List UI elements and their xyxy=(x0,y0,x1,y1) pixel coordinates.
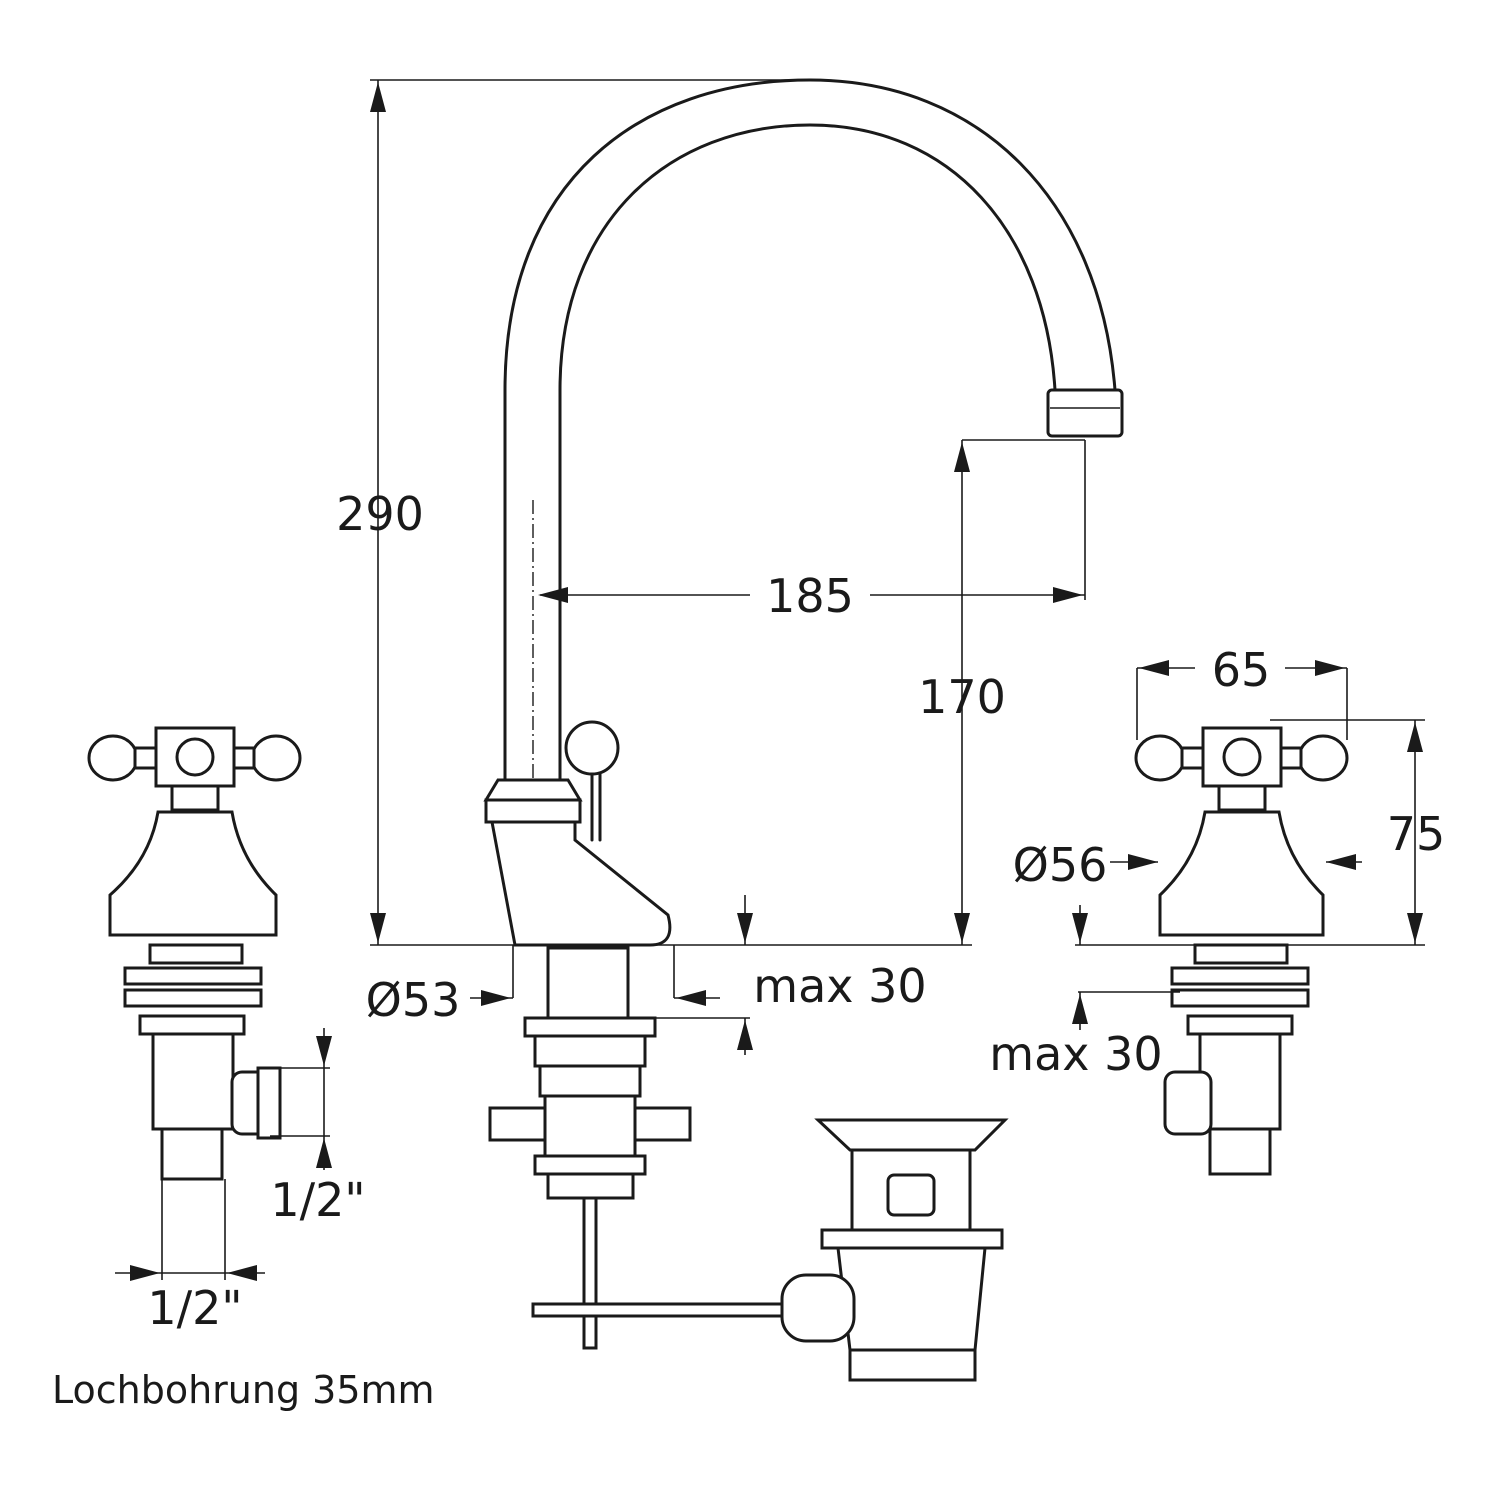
dim-handle-height: 75 xyxy=(1387,807,1446,861)
dim-handle-width: 65 xyxy=(1212,643,1271,697)
dim-handle-base-diameter: Ø56 xyxy=(1013,838,1108,892)
dimension-lines xyxy=(115,79,1425,1281)
drain-plug xyxy=(780,1118,1009,1382)
dim-total-height: 290 xyxy=(336,487,424,541)
dim-spout-reach: 185 xyxy=(766,569,854,623)
dim-max-thickness-right: max 30 xyxy=(989,1027,1162,1081)
left-valve xyxy=(87,726,302,1181)
note-hole-diameter: Lochbohrung 35mm xyxy=(52,1368,435,1412)
dim-spout-base-diameter: Ø53 xyxy=(366,973,461,1027)
dim-spout-height: 170 xyxy=(918,670,1006,724)
right-valve xyxy=(1134,726,1349,1176)
spout-base xyxy=(483,720,795,1350)
dim-connection-side: 1/2" xyxy=(270,1173,365,1227)
dim-max-thickness-center: max 30 xyxy=(753,959,926,1013)
dim-connection-bottom: 1/2" xyxy=(147,1281,242,1335)
